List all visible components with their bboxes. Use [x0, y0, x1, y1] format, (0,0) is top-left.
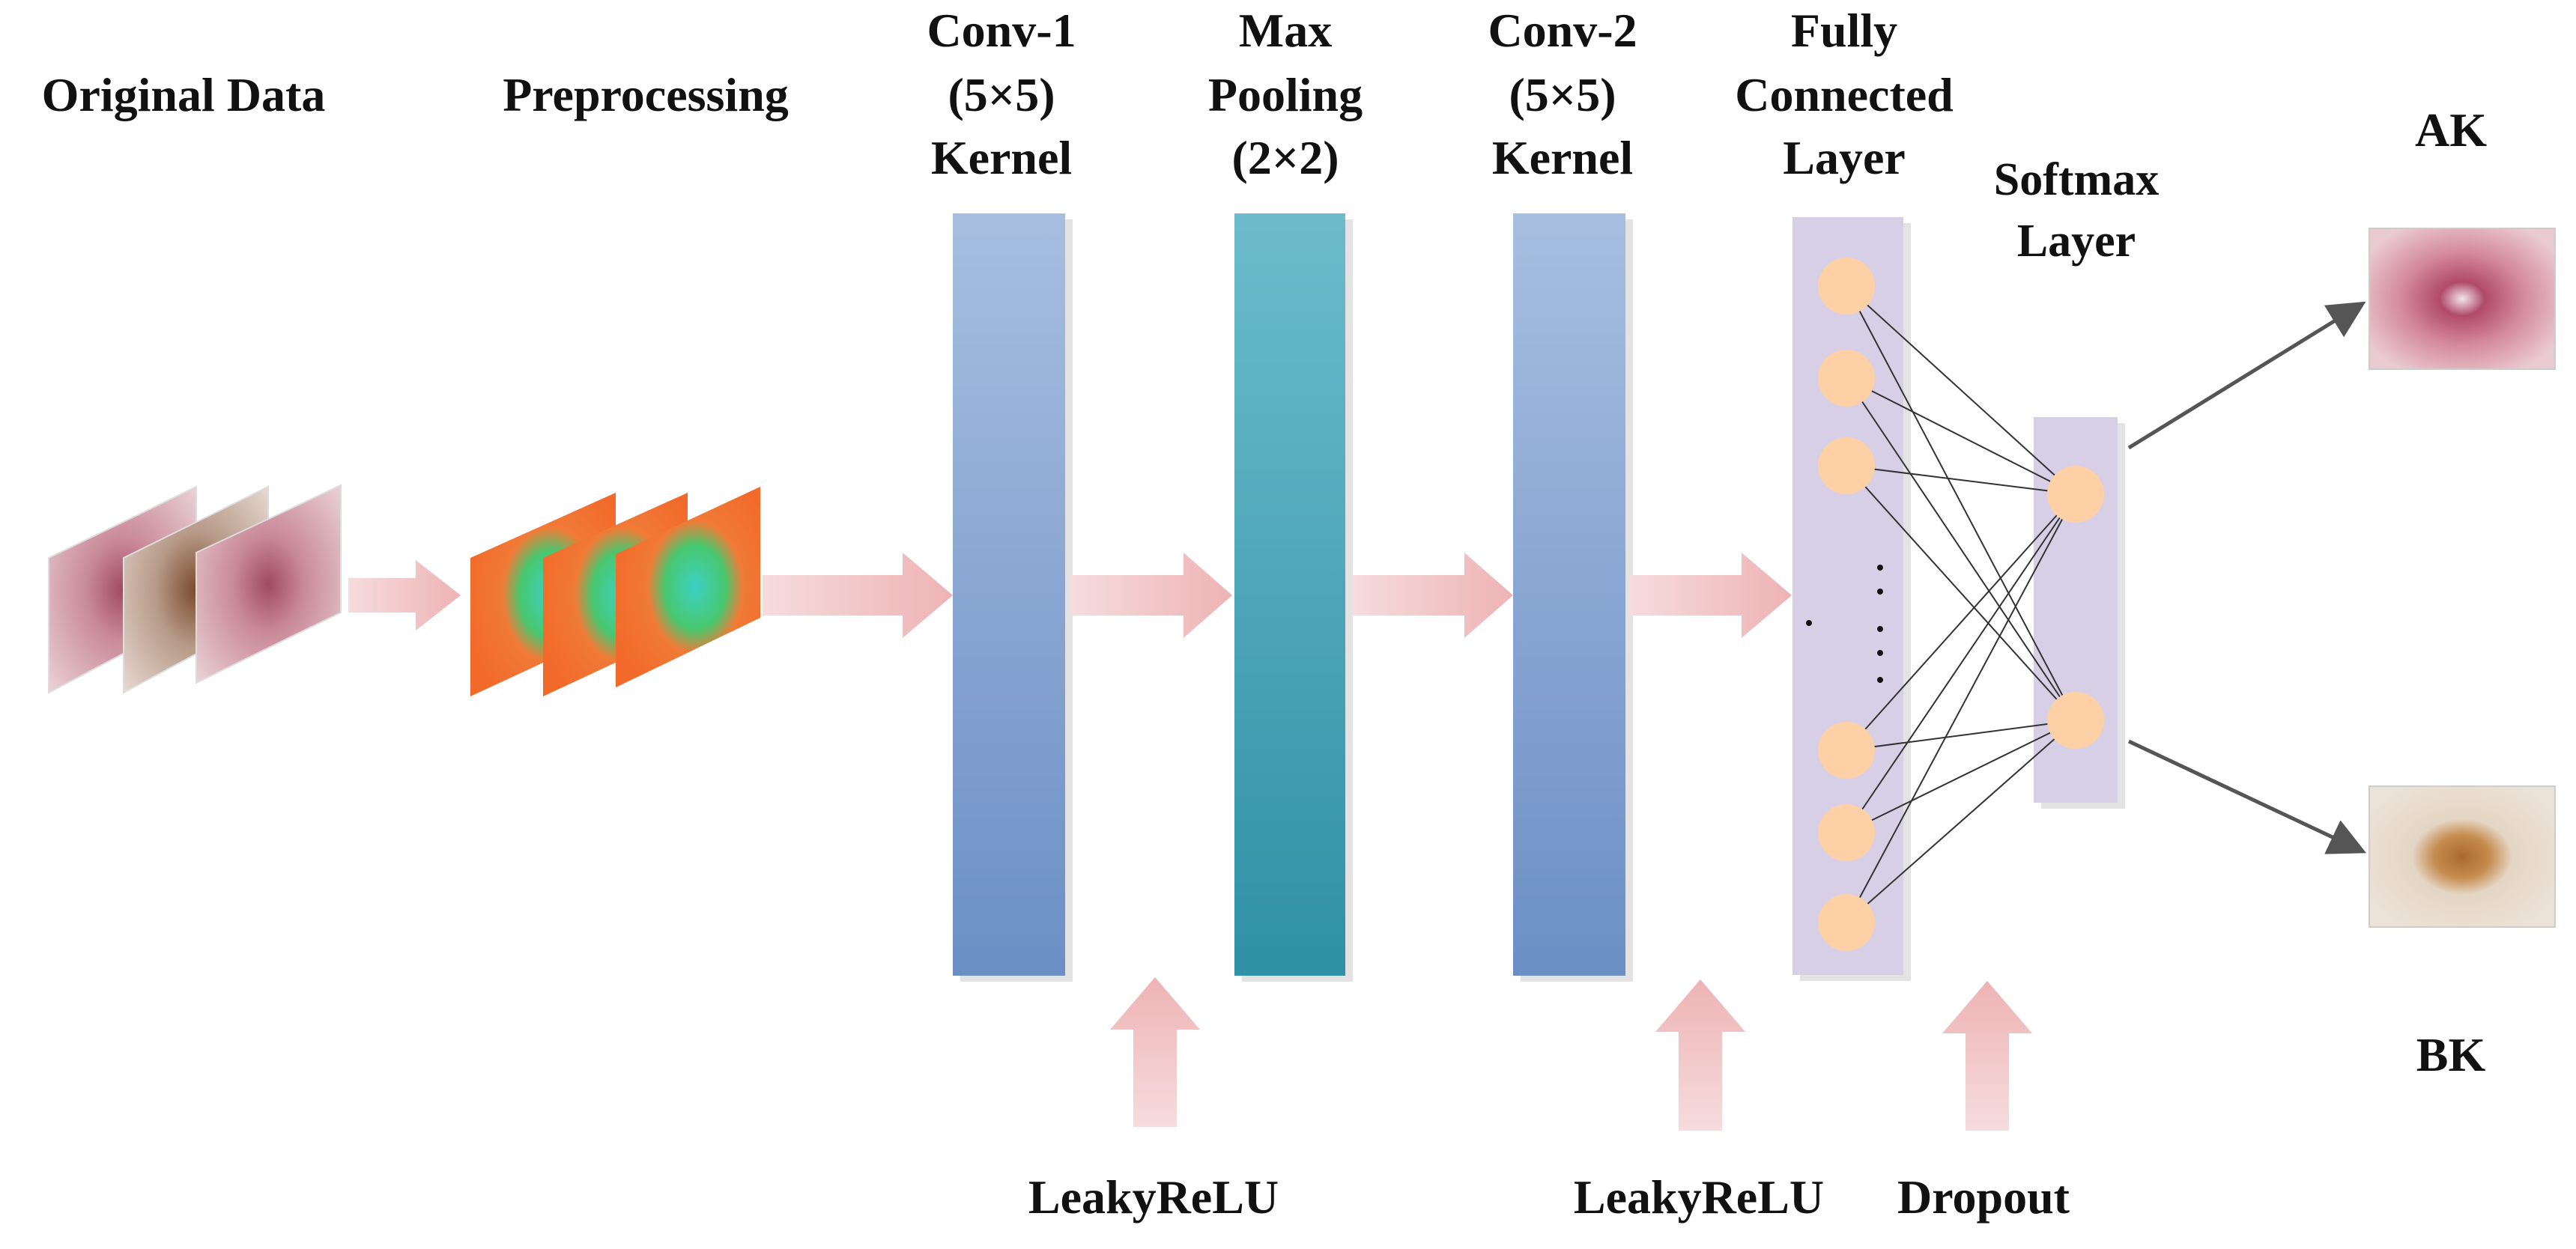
preprocessing-image-stack — [470, 487, 760, 696]
label-leakyrelu-2: LeakyReLU — [1574, 1170, 1824, 1224]
conv2-layer — [1513, 213, 1625, 976]
label-softmax-line1: Softmax — [1994, 154, 2159, 205]
label-conv2-line2: (5×5) — [1509, 68, 1616, 121]
label-fc-line3: Layer — [1783, 131, 1906, 184]
label-fc-line2: Connected — [1735, 68, 1954, 121]
label-fc-line1: Fully — [1791, 4, 1897, 57]
bk-lesion-image — [2369, 785, 2556, 928]
fc-node — [1818, 894, 1875, 951]
max-pooling-layer — [1234, 213, 1345, 976]
ak-lesion-image — [2369, 228, 2556, 370]
original-data-image-stack — [48, 484, 342, 694]
label-conv2-line3: Kernel — [1492, 131, 1633, 184]
conv1-layer — [953, 213, 1065, 976]
fc-ellipsis — [1806, 565, 1883, 683]
right-arrow — [763, 553, 953, 638]
up-arrow-leakyrelu-2 — [1655, 979, 1745, 1131]
fully-connected-layer — [1792, 217, 1903, 975]
softmax-node — [2047, 466, 2104, 523]
label-dropout: Dropout — [1897, 1170, 2070, 1224]
output-arrow-bk — [2127, 739, 2367, 854]
right-arrow — [1071, 553, 1232, 638]
label-preprocessing: Preprocessing — [503, 68, 789, 121]
label-pool-line3: (2×2) — [1231, 131, 1339, 184]
output-arrow-ak — [2127, 301, 2366, 450]
heatmap-image — [616, 487, 760, 687]
label-leakyrelu-1: LeakyReLU — [1028, 1170, 1279, 1224]
fc-node — [1818, 804, 1875, 861]
label-conv1-line1: Conv-1 — [927, 4, 1076, 57]
label-conv2-line1: Conv-2 — [1488, 4, 1637, 57]
fc-node — [1818, 722, 1875, 779]
fc-node — [1818, 437, 1875, 494]
skin-lesion-image — [196, 484, 342, 684]
fc-node — [1818, 258, 1875, 314]
label-pool-line2: Pooling — [1208, 68, 1363, 121]
label-conv1-line2: (5×5) — [948, 68, 1055, 121]
up-arrow-leakyrelu-1 — [1110, 977, 1200, 1127]
label-ak: AK — [2415, 103, 2487, 156]
label-conv1-line3: Kernel — [931, 131, 1072, 184]
right-arrow — [1629, 553, 1792, 638]
up-arrow-dropout — [1942, 981, 2032, 1131]
fc-node — [1818, 350, 1875, 407]
label-original-data: Original Data — [42, 68, 326, 121]
fc-softmax-connections — [1846, 285, 2076, 923]
softmax-node — [2047, 692, 2104, 749]
label-pool-line1: Max — [1239, 4, 1332, 57]
fc-nodes — [1818, 258, 1875, 951]
right-arrow — [348, 560, 461, 630]
right-arrow — [1352, 553, 1513, 638]
label-bk: BK — [2416, 1028, 2486, 1081]
label-softmax-line2: Layer — [2017, 216, 2136, 267]
